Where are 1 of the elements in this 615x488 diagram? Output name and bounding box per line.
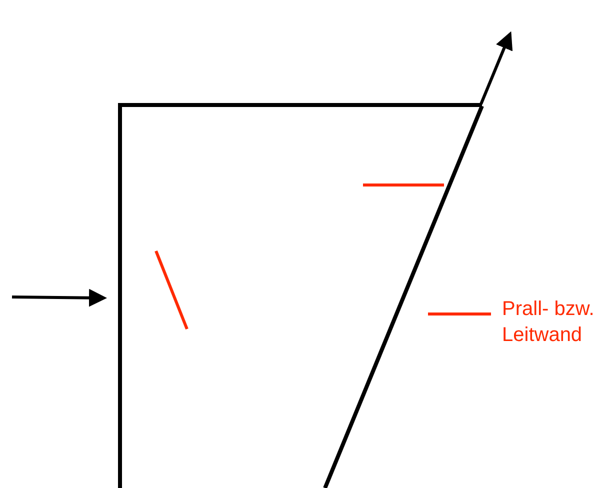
legend-label: Prall- bzw. Leitwand — [502, 297, 596, 348]
